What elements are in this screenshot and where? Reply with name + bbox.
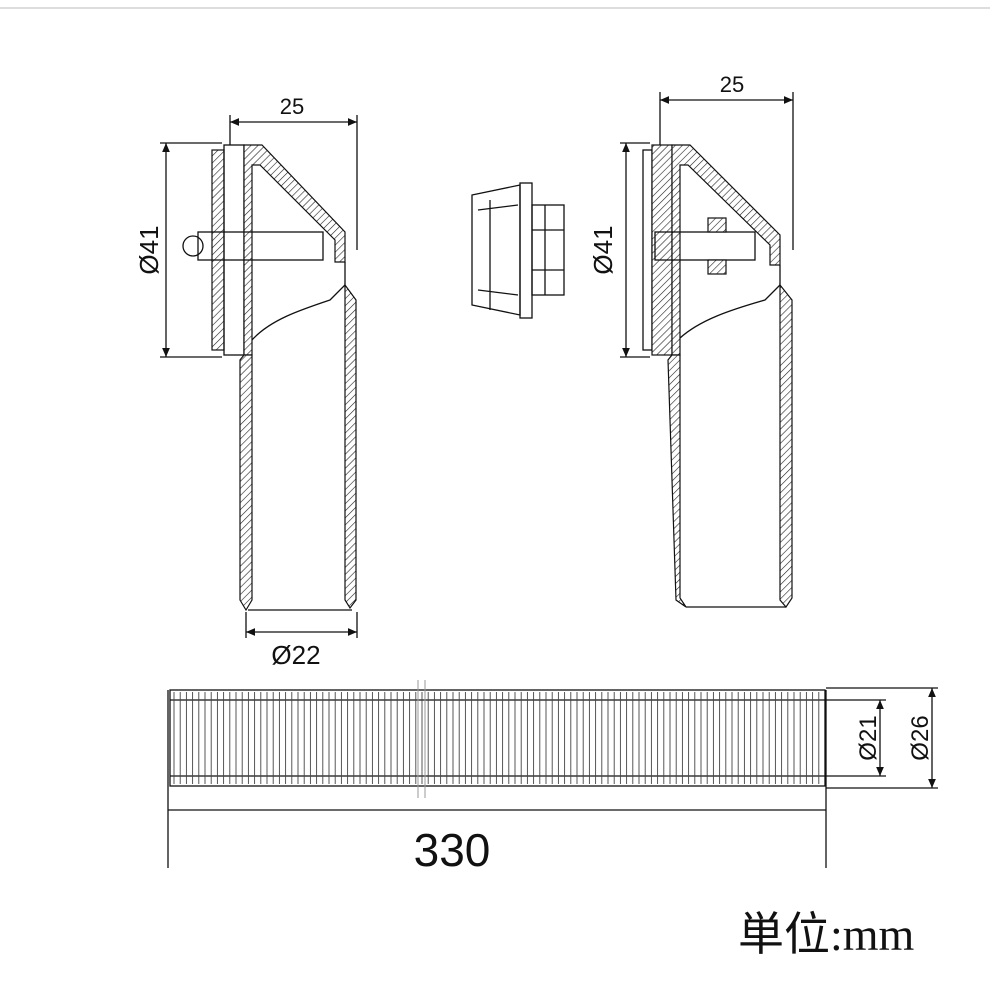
left-diameter-dim: Ø41 bbox=[134, 225, 164, 274]
left-view-dimensions: 25 Ø41 Ø22 bbox=[134, 94, 358, 670]
right-diameter-dim: Ø41 bbox=[588, 225, 618, 274]
left-width-dim: 25 bbox=[280, 94, 304, 119]
cap-part bbox=[471, 182, 565, 319]
unit-label: 単位:mm bbox=[738, 909, 915, 960]
right-width-dim: 25 bbox=[720, 72, 744, 97]
left-view-drain bbox=[182, 144, 357, 612]
hose-inner-dim: Ø21 bbox=[855, 715, 882, 760]
right-view-drain bbox=[642, 144, 793, 608]
right-view-dimensions: 25 Ø41 bbox=[588, 72, 794, 358]
hose-outer-dim: Ø26 bbox=[907, 715, 934, 760]
hose-dimensions: 330 Ø21 Ø26 bbox=[167, 687, 938, 876]
hose-length-dim: 330 bbox=[414, 824, 491, 876]
left-outlet-dim: Ø22 bbox=[271, 640, 320, 670]
corrugated-hose bbox=[169, 680, 826, 798]
